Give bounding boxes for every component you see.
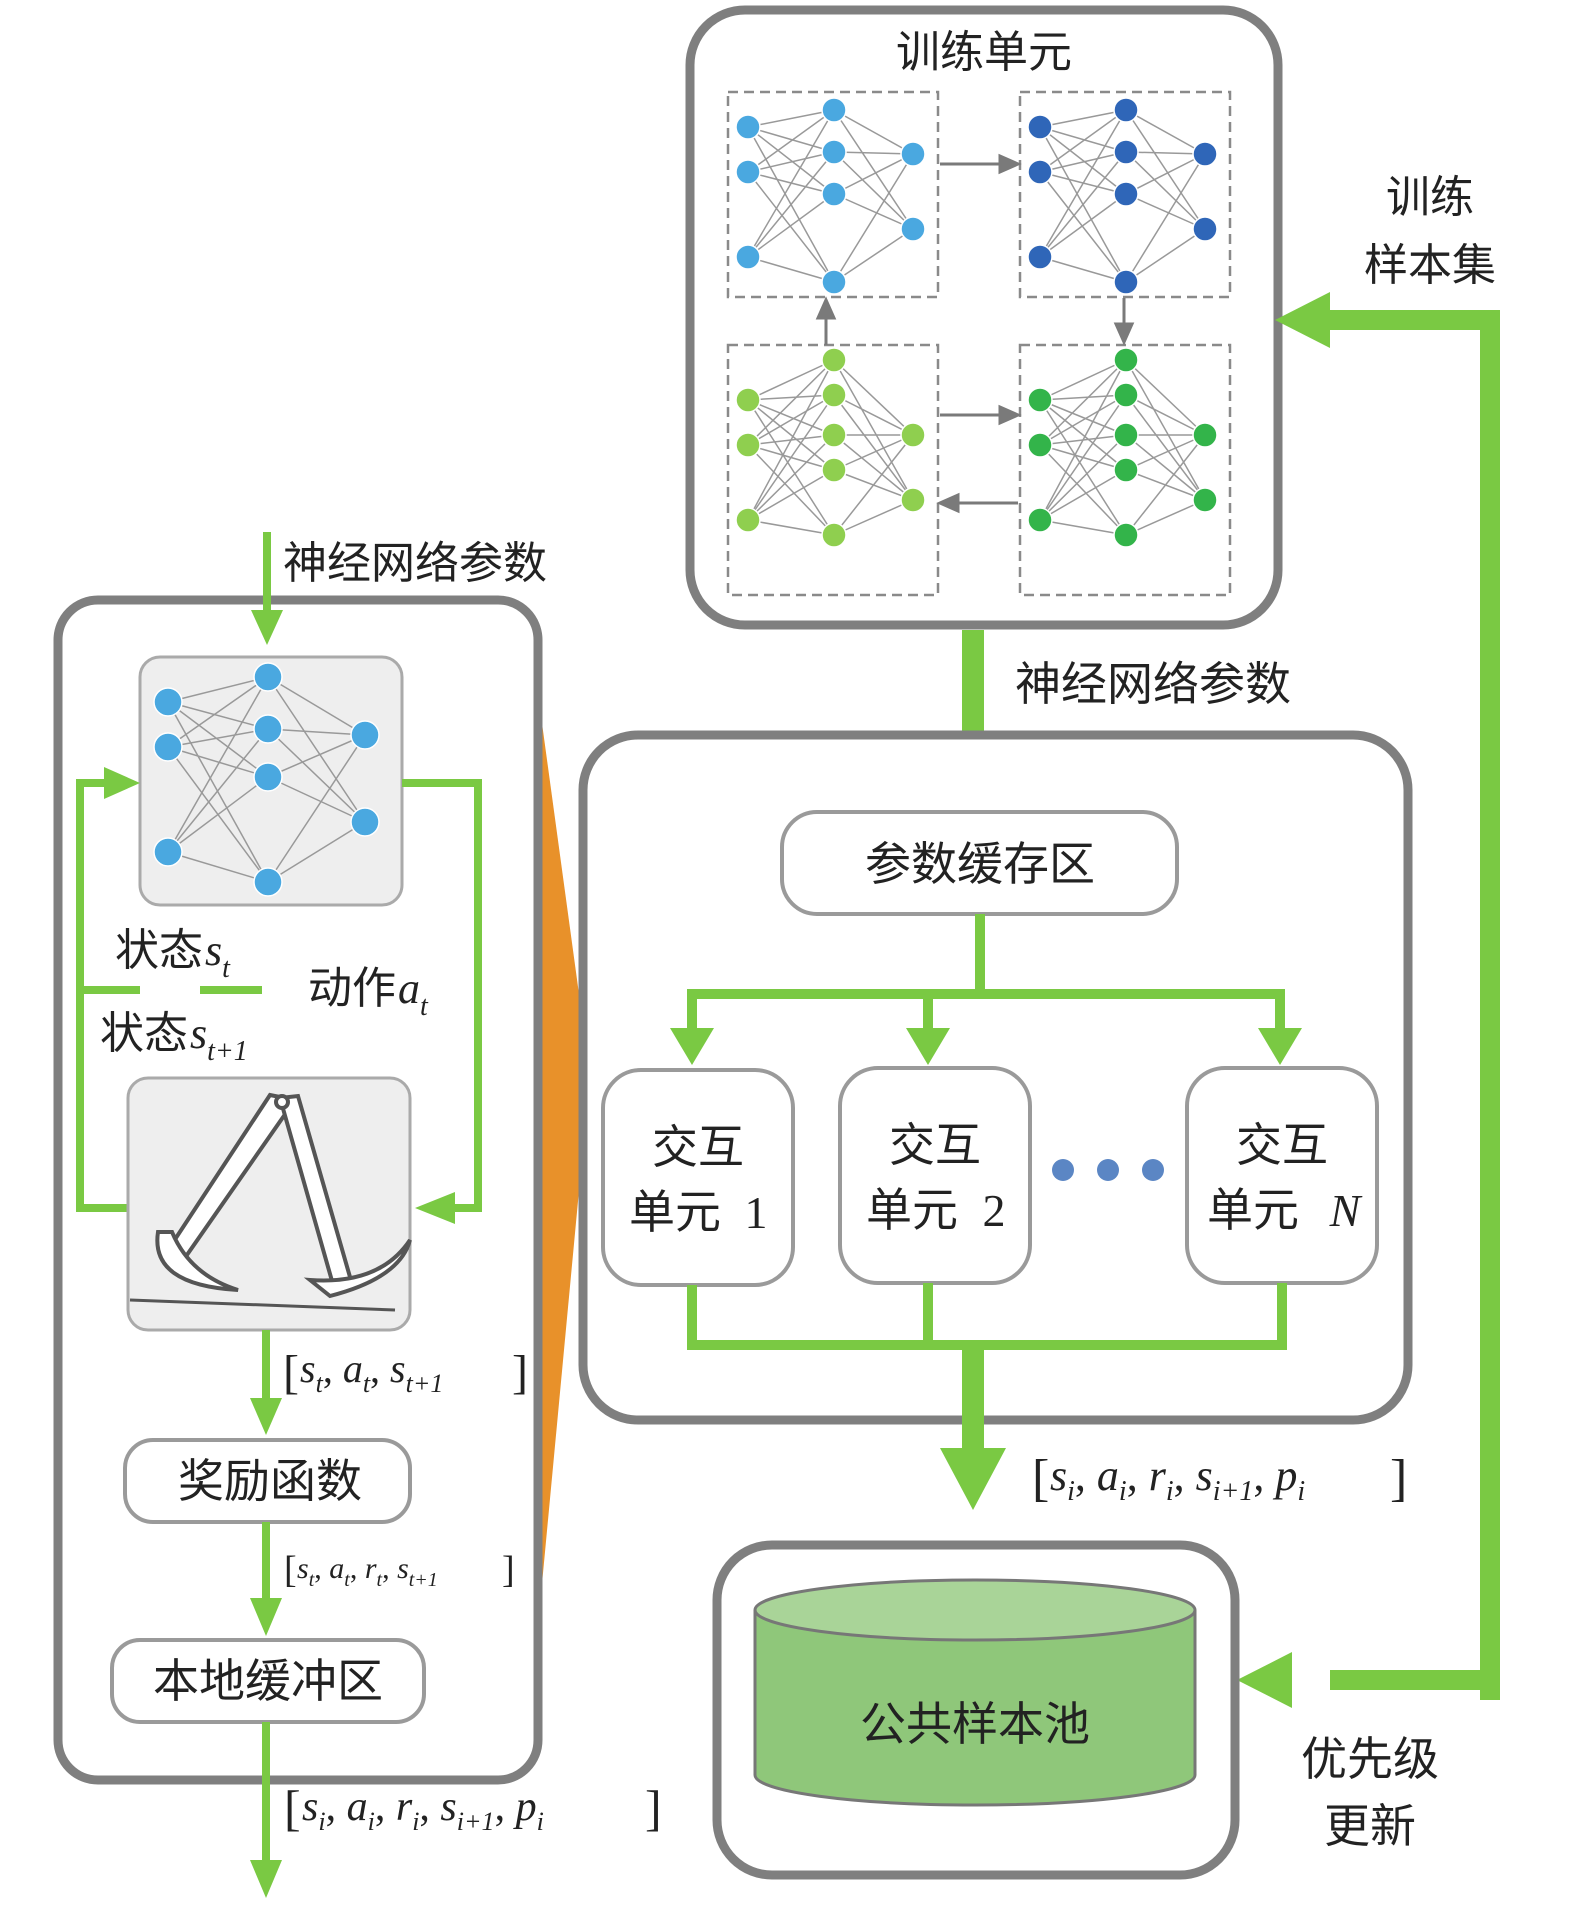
tuple1-label: [ st, at, st+1 ] <box>283 1346 528 1399</box>
svg-text:]: ] <box>502 1549 515 1591</box>
interaction-unit-n-line2: 单元 <box>1207 1183 1299 1237</box>
training-unit-box <box>685 5 1283 630</box>
priority-update-label-1: 优先级 <box>1301 1732 1439 1786</box>
svg-text:[: [ <box>1032 1450 1049 1507</box>
ellipsis-dots <box>1052 1159 1164 1181</box>
interaction-unit-n-index: N <box>1329 1185 1363 1236</box>
action-at-label: 动作 at <box>308 963 429 1022</box>
pool-label: 公共样本池 <box>860 1697 1090 1751</box>
svg-text:]: ] <box>1390 1450 1407 1507</box>
merge-arrows <box>687 1283 1287 1350</box>
svg-text:si, ai, ri, si+1, pi: si, ai, ri, si+1, pi <box>302 1784 544 1836</box>
priority-update-label-2: 更新 <box>1324 1799 1416 1853</box>
svg-text:状态: 状态 <box>115 925 203 976</box>
nn-params-label-main: 神经网络参数 <box>1015 657 1291 711</box>
nn-bottom-left <box>735 347 926 548</box>
interaction-unit-2-line1: 交互 <box>889 1118 981 1172</box>
network-gray-arrows <box>815 153 1135 514</box>
svg-text:[: [ <box>284 1780 301 1836</box>
interaction-unit-n: 交互 单元 N <box>1185 1066 1379 1285</box>
svg-text:]: ] <box>512 1346 528 1399</box>
interaction-unit-2-line2: 单元 <box>866 1183 958 1237</box>
merged-tuple-label: [ si, ai, ri, si+1, pi ] <box>1032 1450 1407 1507</box>
svg-text:状态: 状态 <box>100 1008 188 1059</box>
left-neural-network <box>153 662 380 897</box>
distribution-arrows <box>670 914 1302 1065</box>
reward-function-label: 奖励函数 <box>178 1454 362 1508</box>
param-buffer-label: 参数缓存区 <box>865 837 1095 891</box>
interaction-unit-1-line2: 单元 <box>629 1185 721 1239</box>
interaction-unit-1: 交互 单元 1 <box>601 1068 795 1287</box>
sample-loop-arrow <box>1237 292 1500 1708</box>
pool-cylinder <box>753 1578 1197 1807</box>
left-nn-params-label: 神经网络参数 <box>283 538 547 589</box>
training-samples-label-1: 训练 <box>1386 172 1474 223</box>
local-buffer-label: 本地缓冲区 <box>153 1654 383 1708</box>
interaction-unit-1-index: 1 <box>745 1187 768 1238</box>
nn-top-left <box>735 97 926 295</box>
interaction-unit-2-index: 2 <box>983 1185 1006 1236</box>
acrobot-illustration <box>129 1092 412 1312</box>
svg-text:st: st <box>205 926 231 984</box>
state-st-label: 状态 st <box>115 925 231 984</box>
svg-text:st, at, rt, st+1: st, at, rt, st+1 <box>297 1552 438 1591</box>
zoom-wedge <box>532 650 588 1690</box>
svg-text:[: [ <box>284 1549 297 1591</box>
nn-left <box>153 662 380 897</box>
left-nn-params-arrow <box>251 532 283 645</box>
svg-text:[: [ <box>283 1346 299 1399</box>
svg-text:si, ai, ri, si+1, pi: si, ai, ri, si+1, pi <box>1050 1451 1305 1507</box>
svg-text:]: ] <box>645 1780 662 1836</box>
left-loop-arrows <box>76 767 482 1224</box>
left-down-arrow-3 <box>250 1722 282 1898</box>
svg-text:动作: 动作 <box>308 963 396 1014</box>
interaction-unit-n-line1: 交互 <box>1236 1118 1328 1172</box>
nn-bottom-right <box>1027 347 1218 548</box>
left-down-arrow-1 <box>250 1330 282 1435</box>
nn-boxes <box>726 90 1232 597</box>
neural-networks <box>735 97 1218 548</box>
training-unit-title: 训练单元 <box>896 27 1072 78</box>
interaction-unit-2: 交互 单元 2 <box>838 1066 1032 1285</box>
left-down-arrow-2 <box>250 1522 282 1636</box>
interaction-unit-1-line1: 交互 <box>652 1120 744 1174</box>
nn-top-right <box>1027 97 1218 295</box>
training-samples-label-2: 样本集 <box>1364 240 1496 291</box>
tuple2-label: [ st, at, rt, st+1 ] <box>284 1549 515 1591</box>
tuple3-label: [ si, ai, ri, si+1, pi ] <box>284 1780 662 1836</box>
pool-input-arrow <box>940 1345 1006 1510</box>
